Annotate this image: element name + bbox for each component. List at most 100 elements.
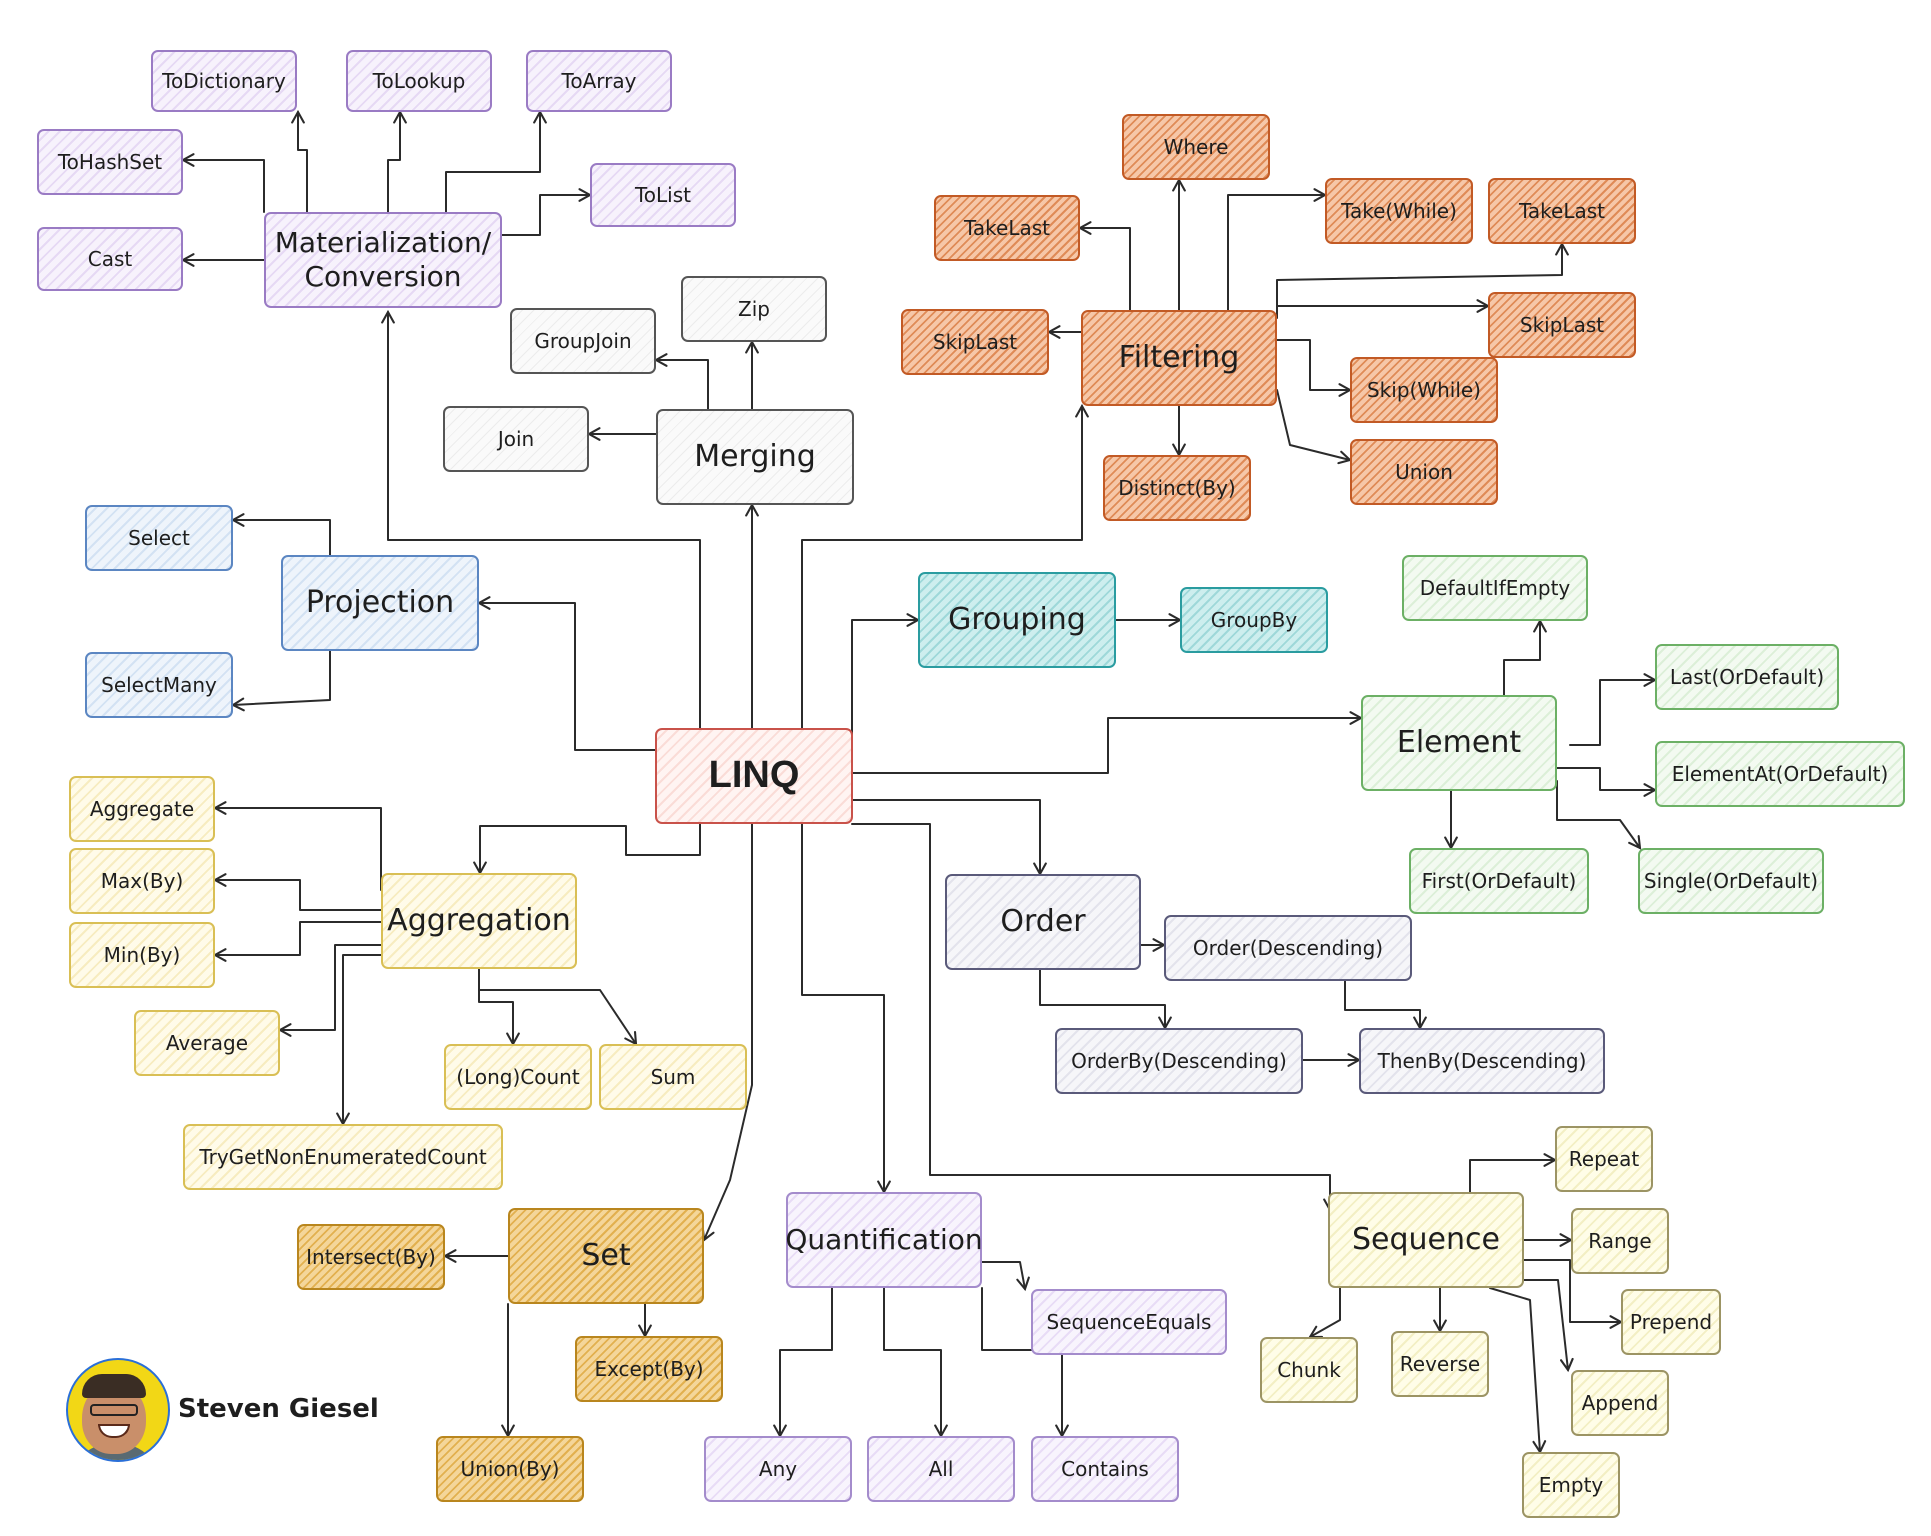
- node-label: TakeLast: [964, 216, 1050, 240]
- node-distinct-by: Distinct(By): [1103, 455, 1251, 521]
- node-empty: Empty: [1522, 1452, 1620, 1518]
- node-label: Sequence: [1352, 1222, 1500, 1257]
- node-label: Where: [1163, 135, 1229, 159]
- connector-arrow: [701, 823, 753, 1242]
- connector-arrow: [1556, 767, 1658, 797]
- node-label: Last(OrDefault): [1669, 665, 1825, 689]
- connector-arrow: [478, 989, 638, 1046]
- node-set: Set: [508, 1208, 704, 1304]
- connector-arrow: [445, 109, 547, 213]
- connector-arrow: [277, 944, 382, 1037]
- node-aggregation: Aggregation: [381, 873, 577, 969]
- node-label: Min(By): [103, 943, 181, 967]
- connector-arrow: [1503, 618, 1547, 696]
- connector-arrow: [1308, 1287, 1341, 1339]
- connector-arrow: [1569, 673, 1658, 746]
- connector-arrow: [851, 799, 1047, 877]
- connector-arrow: [336, 954, 382, 1127]
- node-skip-while: Skip(While): [1350, 357, 1498, 423]
- node-projection: Projection: [281, 555, 479, 651]
- node-skip-last-left: SkipLast: [901, 309, 1049, 375]
- node-select-many: SelectMany: [85, 652, 233, 718]
- node-label: Materialization/ Conversion: [274, 226, 492, 293]
- node-label: Intersect(By): [306, 1245, 436, 1269]
- node-merging: Merging: [656, 409, 854, 505]
- node-max-by: Max(By): [69, 848, 215, 914]
- node-average: Average: [134, 1010, 280, 1076]
- connector-arrow: [1556, 780, 1642, 850]
- node-to-hashset: ToHashSet: [37, 129, 183, 195]
- connector-arrow: [1489, 1287, 1547, 1455]
- connector-arrow: [476, 596, 656, 751]
- node-label: Union: [1395, 460, 1453, 484]
- node-label: Set: [581, 1238, 631, 1273]
- node-label: Merging: [694, 439, 816, 474]
- node-long-count: (Long)Count: [444, 1044, 592, 1110]
- author-photo: [66, 1358, 170, 1462]
- author-name: Steven Giesel: [178, 1394, 379, 1424]
- node-label: SelectMany: [101, 673, 217, 697]
- connector-arrow: [387, 109, 407, 213]
- connector-arrow: [801, 823, 891, 1195]
- node-order-by-desc: OrderBy(Descending): [1055, 1028, 1303, 1094]
- connector-arrow: [230, 513, 331, 556]
- connector-arrow: [851, 613, 921, 761]
- node-take-last-right: TakeLast: [1488, 178, 1636, 244]
- node-join: Join: [443, 406, 589, 472]
- node-label: Distinct(By): [1118, 476, 1236, 500]
- connector-arrow: [1227, 188, 1328, 311]
- node-label: Projection: [305, 585, 455, 620]
- node-then-by-desc: ThenBy(Descending): [1359, 1028, 1605, 1094]
- node-label: Empty: [1538, 1473, 1604, 1497]
- node-take-last-left: TakeLast: [934, 195, 1080, 261]
- node-to-dictionary: ToDictionary: [151, 50, 297, 112]
- connector-arrow: [478, 968, 520, 1047]
- node-last-or-default: Last(OrDefault): [1655, 644, 1839, 710]
- node-label: Sum: [650, 1065, 696, 1089]
- node-except-by: Except(By): [575, 1336, 723, 1402]
- node-label: Union(By): [460, 1457, 560, 1481]
- node-quantification: Quantification: [785, 1192, 983, 1288]
- node-min-by: Min(By): [69, 922, 215, 988]
- node-label: Range: [1588, 1229, 1652, 1253]
- node-label: Filtering: [1118, 340, 1240, 375]
- connector-arrow: [230, 650, 331, 712]
- node-linq: LINQ: [655, 728, 853, 824]
- node-chunk: Chunk: [1260, 1337, 1358, 1403]
- node-label: Aggregation: [387, 903, 571, 938]
- node-label: ToHashSet: [57, 150, 163, 174]
- node-sum: Sum: [599, 1044, 747, 1110]
- node-label: Aggregate: [89, 797, 195, 821]
- node-label: GroupJoin: [534, 329, 632, 353]
- node-label: Zip: [738, 297, 770, 321]
- node-label: OrderBy(Descending): [1071, 1049, 1287, 1073]
- connector-arrow: [212, 921, 382, 962]
- connector-arrow: [180, 153, 265, 213]
- connector-arrow: [212, 873, 382, 911]
- node-label: Order: [1000, 904, 1086, 939]
- node-label: ToArray: [561, 69, 637, 93]
- node-label: Quantification: [785, 1223, 983, 1257]
- node-skip-last-right: SkipLast: [1488, 292, 1636, 358]
- node-intersect-by: Intersect(By): [297, 1224, 445, 1290]
- node-label: Single(OrDefault): [1643, 869, 1819, 893]
- node-all: All: [867, 1436, 1015, 1502]
- connector-arrow: [981, 1287, 1069, 1439]
- connector-arrow: [473, 823, 701, 876]
- node-element-at: ElementAt(OrDefault): [1655, 741, 1905, 807]
- node-grouping: Grouping: [918, 572, 1116, 668]
- node-label: Prepend: [1629, 1310, 1713, 1334]
- node-label: Grouping: [948, 602, 1086, 637]
- node-prepend: Prepend: [1621, 1289, 1721, 1355]
- node-label: Append: [1581, 1391, 1659, 1415]
- node-order-desc: Order(Descending): [1164, 915, 1412, 981]
- node-label: TakeLast: [1519, 199, 1605, 223]
- node-label: Order(Descending): [1192, 936, 1384, 960]
- node-try-get-count: TryGetNonEnumeratedCount: [183, 1124, 503, 1190]
- node-label: TryGetNonEnumeratedCount: [199, 1145, 487, 1169]
- node-label: First(OrDefault): [1421, 869, 1577, 893]
- node-label: Element: [1396, 725, 1522, 760]
- node-select: Select: [85, 505, 233, 571]
- node-label: ThenBy(Descending): [1377, 1049, 1587, 1073]
- node-single-or-default: Single(OrDefault): [1638, 848, 1824, 914]
